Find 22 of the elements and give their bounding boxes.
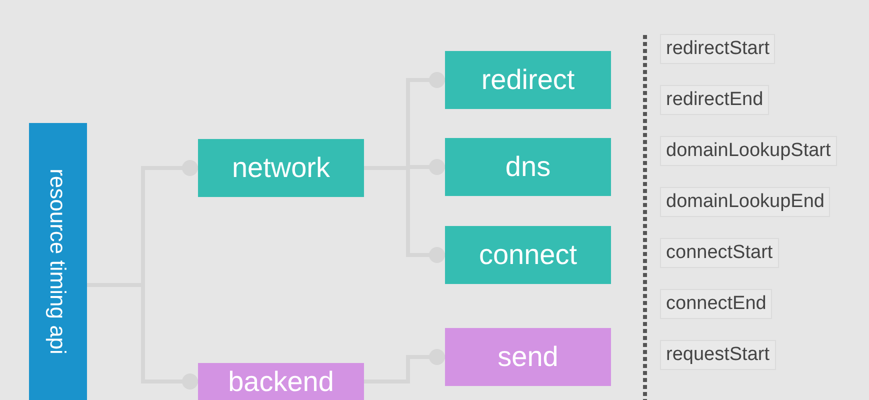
- process-box: [445, 51, 611, 109]
- timing-label: redirectEnd: [660, 85, 770, 115]
- box-label: resource timing api: [44, 168, 72, 354]
- timing-label: domainLookupStart: [660, 136, 837, 166]
- process-box: [445, 328, 611, 386]
- process-box: [445, 226, 611, 284]
- process-box: [445, 138, 611, 196]
- process-box: [198, 363, 364, 400]
- box-label: connect: [478, 241, 578, 269]
- timing-label: connectEnd: [660, 289, 772, 319]
- timing-label: requestStart: [660, 340, 776, 370]
- timing-label: domainLookupEnd: [660, 187, 830, 217]
- box-label: network: [232, 154, 330, 182]
- process-box: [198, 139, 364, 197]
- box-label: dns: [505, 153, 551, 181]
- process-box: [29, 123, 87, 400]
- box-label: send: [498, 343, 558, 371]
- box-label: redirect: [481, 66, 575, 94]
- connector-line: [364, 349, 445, 384]
- box-label: backend: [228, 368, 334, 396]
- timing-label: redirectStart: [660, 34, 776, 64]
- timing-label: connectStart: [660, 238, 779, 268]
